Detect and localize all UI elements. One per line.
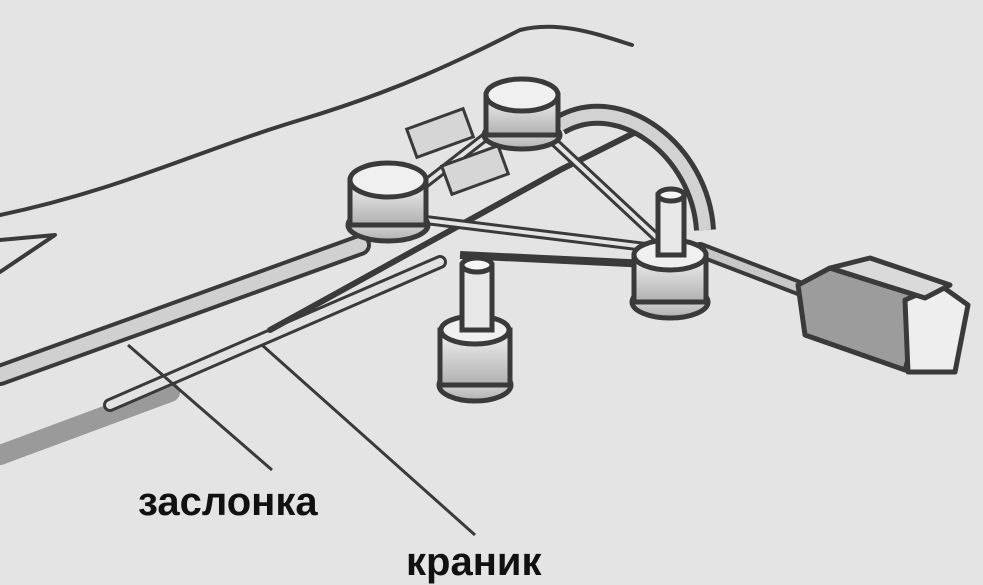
rack-bars bbox=[404, 106, 511, 197]
servo-block bbox=[795, 255, 971, 375]
wing-outline bbox=[0, 24, 634, 274]
leader-lines bbox=[127, 343, 476, 537]
damper-label: заслонка bbox=[138, 480, 318, 524]
pulley-right bbox=[629, 186, 711, 321]
pulley-bottom bbox=[436, 255, 514, 404]
pulley-top bbox=[481, 76, 563, 152]
pulley-left bbox=[345, 160, 431, 244]
valve-label: краник bbox=[406, 540, 542, 584]
push-rods bbox=[0, 127, 643, 465]
